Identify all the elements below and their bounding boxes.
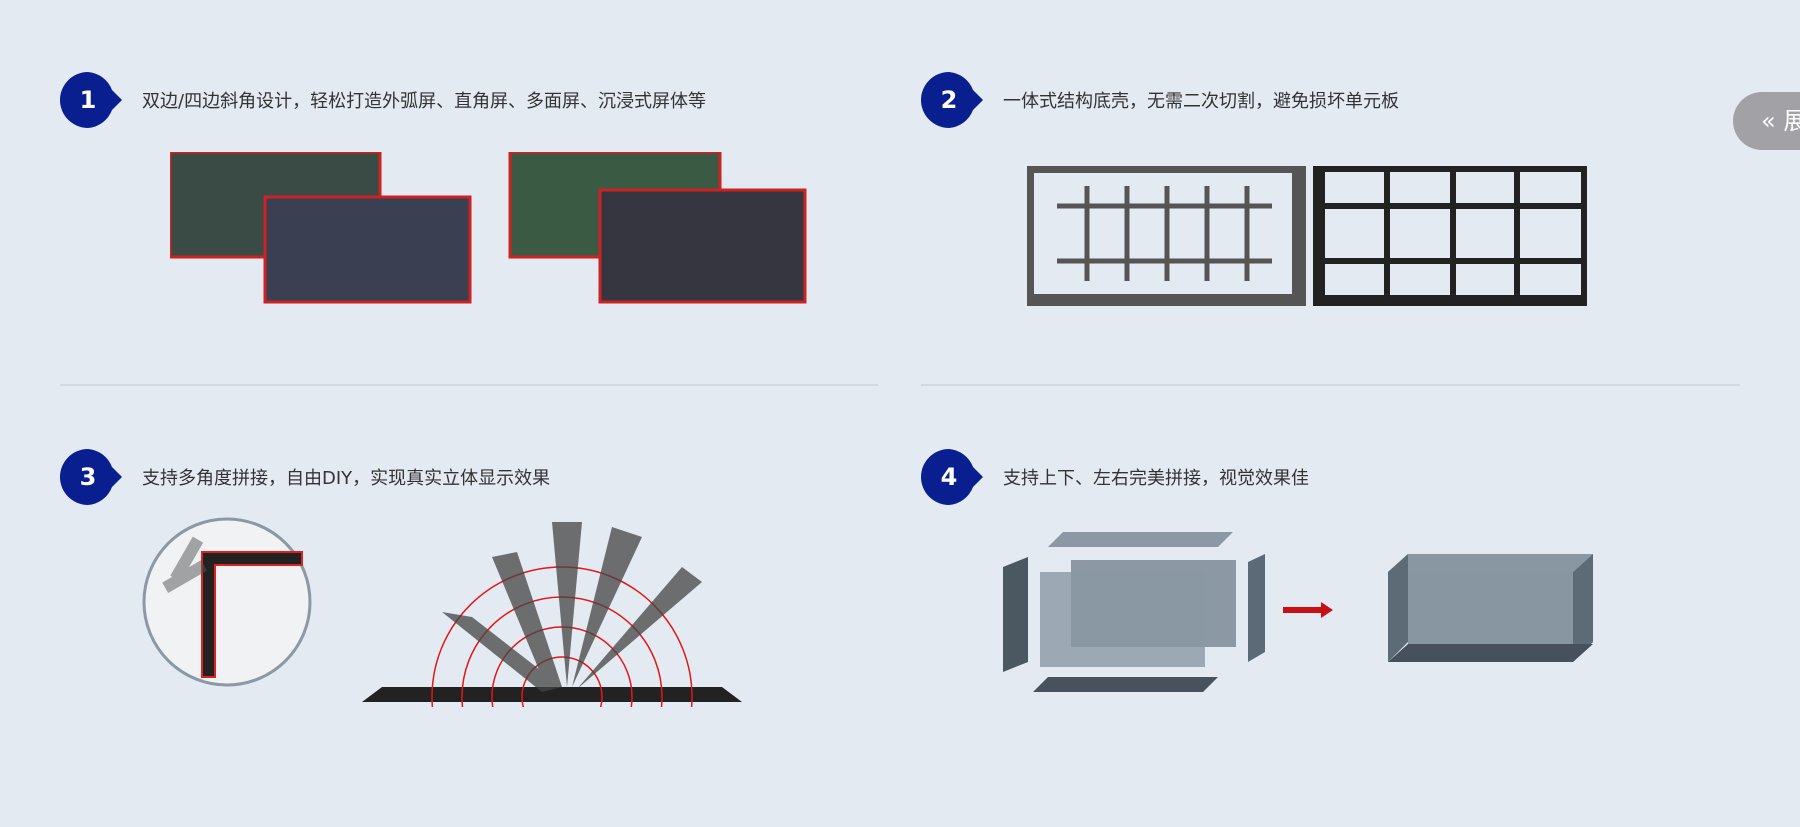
bottom-shell-image xyxy=(1027,166,1587,306)
feature-4: 4 支持上下、左右完美拼接，视觉效果佳 xyxy=(921,447,1741,827)
feature-title: 一体式结构底壳，无需二次切割，避免损坏单元板 xyxy=(1003,91,1399,112)
splicing-image xyxy=(1003,532,1593,692)
badge-number: 1 xyxy=(79,86,97,114)
multi-angle-image xyxy=(142,517,742,707)
divider xyxy=(921,384,1740,386)
number-badge: 4 xyxy=(921,447,983,507)
badge-number: 2 xyxy=(940,86,958,114)
feature-3: 3 支持多角度拼接，自由DIY，实现真实立体显示效果 xyxy=(60,447,880,827)
feature-title: 支持上下、左右完美拼接，视觉效果佳 xyxy=(1003,468,1309,489)
led-module-image xyxy=(170,152,807,304)
divider xyxy=(60,384,878,386)
number-badge: 1 xyxy=(60,70,122,130)
feature-2: 2 一体式结构底壳，无需二次切割，避免损坏单元板 xyxy=(921,70,1741,450)
double-chevron-left-icon: « xyxy=(1761,107,1776,135)
badge-number: 3 xyxy=(79,463,97,491)
feature-title: 双边/四边斜角设计，轻松打造外弧屏、直角屏、多面屏、沉浸式屏体等 xyxy=(142,91,707,112)
number-badge: 3 xyxy=(60,447,122,507)
feature-title: 支持多角度拼接，自由DIY，实现真实立体显示效果 xyxy=(142,468,551,489)
badge-number: 4 xyxy=(940,463,958,491)
number-badge: 2 xyxy=(921,70,983,130)
side-expand-tab[interactable]: « 展开 xyxy=(1733,92,1800,150)
feature-1: 1 双边/四边斜角设计，轻松打造外弧屏、直角屏、多面屏、沉浸式屏体等 xyxy=(60,70,880,450)
side-tab-label: 展开 xyxy=(1783,107,1800,135)
